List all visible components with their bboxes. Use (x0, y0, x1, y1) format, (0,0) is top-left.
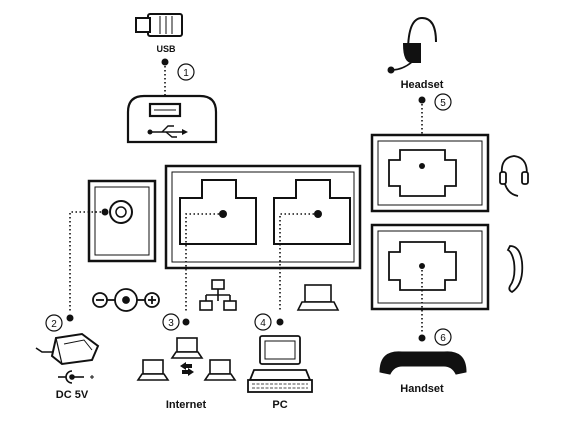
internet-label: Internet (166, 399, 207, 411)
handset-label: Handset (400, 383, 444, 395)
headset-label: Headset (401, 79, 444, 91)
usb-stick-icon (135, 13, 183, 37)
dc-polarity-symbol (58, 370, 94, 384)
usb-label: USB (156, 44, 176, 54)
power-port-icon (87, 179, 157, 263)
internet-cluster-icon (136, 337, 237, 381)
callout-5: 5 (418, 93, 452, 111)
callout-4: 4 (254, 313, 284, 331)
callout-6: 6 (418, 328, 452, 346)
callout-3-number: 3 (168, 318, 174, 329)
callout-1: 1 (161, 58, 195, 96)
headset-port-icon (499, 155, 529, 197)
pc-label: PC (272, 399, 287, 411)
dc-label: DC 5V (56, 389, 89, 401)
headset-port (370, 133, 490, 213)
handset-icon (379, 351, 467, 375)
callout-3: 3 (162, 313, 190, 331)
desktop-pc-icon (247, 335, 313, 393)
handset-port (370, 223, 490, 311)
callout-2-number: 2 (51, 319, 57, 330)
callout-5-number: 5 (440, 98, 446, 109)
callout-4-number: 4 (260, 318, 266, 329)
headset-icon (387, 16, 437, 74)
callout-1-number: 1 (183, 68, 189, 79)
callout-2: 2 (45, 314, 74, 332)
polarity-icon (92, 288, 160, 312)
internet-port (179, 179, 257, 245)
laptop-icon (296, 284, 340, 311)
power-adapter-icon (35, 332, 100, 366)
usb-port-icon (126, 94, 218, 144)
pc-port (273, 179, 351, 245)
handset-port-icon (506, 245, 524, 294)
callout-6-number: 6 (440, 333, 446, 344)
network-icon (199, 279, 237, 311)
